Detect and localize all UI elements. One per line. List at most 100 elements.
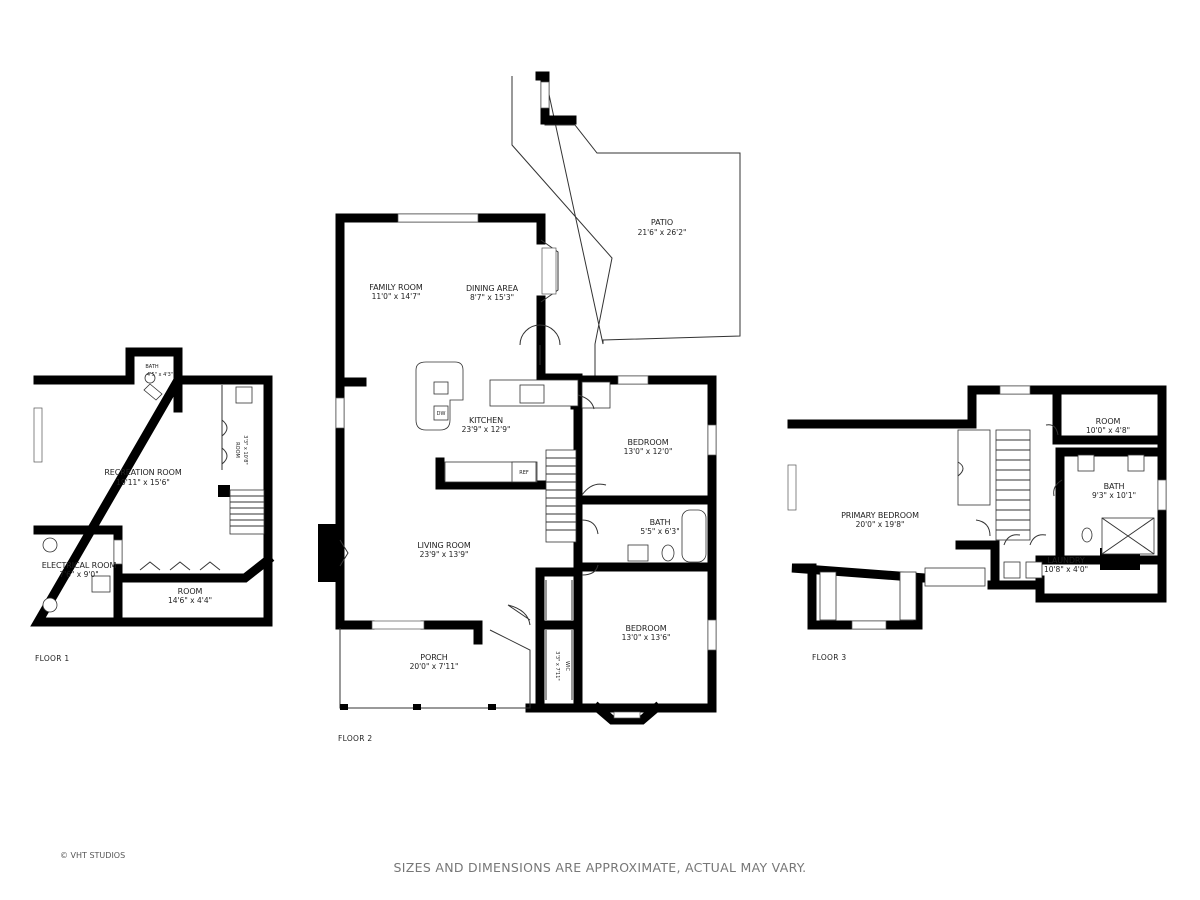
floor-1-toilet-fixture — [144, 372, 156, 384]
porch-post-1 — [340, 704, 348, 710]
floor-3-plan: ROOM 10'0" x 4'8" BATH 9'3" x 10'1" PRIM… — [787, 385, 1167, 662]
floor-1-plan: BATH 4'5" x 4'3" ROOM 3'3" x 10'8" RECRE… — [30, 347, 275, 663]
floor-1-bifold-doors — [139, 561, 221, 571]
floor-2-south-wall — [335, 620, 483, 645]
kitchen-dims: 23'9" x 12'9" — [462, 425, 511, 434]
floor-1-room-b-dims: 14'6" x 4'4" — [168, 596, 212, 605]
floor-3-window-east — [1157, 479, 1167, 511]
bedroom1-door — [581, 483, 607, 496]
floor-3-laundry-doors — [1003, 534, 1047, 546]
floor-2-stairs — [545, 449, 577, 543]
floor-3-bath-door — [1053, 479, 1063, 497]
floor-1-outer-walls — [30, 375, 273, 627]
floor-3-bath-walls — [1055, 447, 1167, 565]
floor-1-storage-wall — [113, 553, 275, 583]
floor-3-bedroom-door — [975, 519, 991, 537]
floor-2-outer-walls-a — [335, 213, 717, 713]
floor-3-toilet — [1081, 527, 1093, 543]
floor-1-bath-dims: 4'5" x 4'3" — [147, 372, 173, 378]
floor-2-bath-dims: 5'5" x 6'3" — [640, 527, 679, 536]
living-room-dims: 23'9" x 13'9" — [420, 550, 469, 559]
floor-3-washer — [1003, 561, 1021, 579]
porch-post-3 — [488, 704, 496, 710]
front-door — [507, 604, 531, 626]
bedroom1-window-east — [707, 424, 717, 456]
bedroom2-dims: 13'0" x 13'6" — [622, 633, 671, 642]
floor-2-label: FLOOR 2 — [338, 734, 373, 743]
floor-3-room-walls — [1052, 385, 1167, 445]
floor-1-room-a-dims: 3'3" x 10'8" — [242, 435, 248, 464]
floor-3-label: FLOOR 3 — [812, 653, 847, 662]
dining-area-name: DINING AREA — [466, 284, 519, 293]
wic-walls — [535, 567, 583, 710]
floor-3-window-west — [787, 464, 797, 511]
kitchen-stove — [519, 384, 545, 404]
patio-dims: 21'6" x 26'2" — [638, 228, 687, 237]
patio-window — [540, 81, 550, 109]
floor-1-recreation-name: RECREATION ROOM — [104, 468, 181, 477]
refrigerator-label: REF — [519, 470, 529, 476]
floor-3-room-door — [1045, 424, 1059, 436]
fireplace — [318, 524, 340, 582]
floor-3-closet-door — [957, 461, 964, 477]
floor-1-closet-doors — [221, 419, 228, 465]
floor-1-recreation-dims: 19'11" x 15'6" — [116, 478, 170, 487]
bedroom1-window-top — [617, 375, 649, 385]
porch-name: PORCH — [420, 653, 447, 662]
family-room-window-top — [397, 213, 479, 223]
bedroom2-door — [581, 564, 599, 576]
floor-3-dryer — [1025, 561, 1043, 579]
fireplace-hearth — [339, 539, 349, 567]
floor-1-column — [218, 485, 230, 497]
laundry-dims: 10'8" x 4'0" — [1044, 565, 1088, 574]
dining-bay-glass — [541, 247, 557, 295]
floor-1-electrical-walls — [33, 525, 123, 627]
floor-3-stairs — [995, 429, 1031, 541]
bedroom1-name: BEDROOM — [627, 438, 668, 447]
floor-1-room-a-name: ROOM — [234, 442, 240, 458]
pantry-door — [577, 394, 595, 410]
porch-outline — [339, 628, 531, 709]
floor-3-bath-name: BATH — [1104, 482, 1125, 491]
floor-1-room-b-name: ROOM — [178, 587, 203, 596]
floor-3-window-north — [999, 385, 1031, 395]
bedroom1-dims: 13'0" x 12'0" — [624, 447, 673, 456]
floor-3-room-name: ROOM — [1096, 417, 1121, 426]
floor-1-sink-fixture — [235, 386, 253, 404]
floor-1-electrical-panel — [91, 575, 111, 593]
closet-shelves — [545, 580, 573, 620]
bath-door — [581, 519, 599, 535]
credit-text: © VHT STUDIOS — [60, 851, 125, 860]
floor-2-bath-name: BATH — [650, 518, 671, 527]
floor-3-outer-walls — [787, 385, 1167, 630]
bedroom2-window-east — [707, 619, 717, 651]
bedroom2-name: BEDROOM — [625, 624, 666, 633]
refrigerator — [511, 461, 537, 483]
floor-1-label: FLOOR 1 — [35, 654, 70, 663]
dining-area-dims: 8'7" x 15'3" — [470, 293, 514, 302]
family-room-window-west — [335, 397, 345, 429]
floor-2-plan: DW REF — [318, 71, 741, 743]
kitchen-peninsula-wall — [435, 457, 550, 490]
bath-sink — [627, 544, 649, 562]
floor-3-shower — [1101, 517, 1155, 555]
floor-1-furnace — [42, 597, 58, 613]
bedroom2-bay-glass — [613, 711, 641, 719]
kitchen-pantry — [581, 381, 611, 409]
bedroom2-bay — [591, 701, 663, 725]
floor-1-electrical-name: ELECTRICAL ROOM — [42, 561, 117, 570]
primary-bedroom-name: PRIMARY BEDROOM — [841, 511, 919, 520]
wic-dims: 3'3" x 7'11" — [554, 651, 560, 680]
floor-1-stairs — [229, 489, 265, 535]
floor-3-room-dims: 10'0" x 4'8" — [1086, 426, 1130, 435]
dishwasher-label: DW — [437, 411, 446, 417]
family-room-name: FAMILY ROOM — [369, 283, 423, 292]
disclaimer-text: SIZES AND DIMENSIONS ARE APPROXIMATE, AC… — [394, 860, 807, 875]
bathtub — [681, 509, 707, 563]
dishwasher — [433, 405, 449, 421]
patio-door — [519, 324, 561, 365]
floor-3-bench — [924, 567, 986, 587]
porch-post-2 — [413, 704, 421, 710]
floor-3-sink-left — [1077, 454, 1095, 472]
